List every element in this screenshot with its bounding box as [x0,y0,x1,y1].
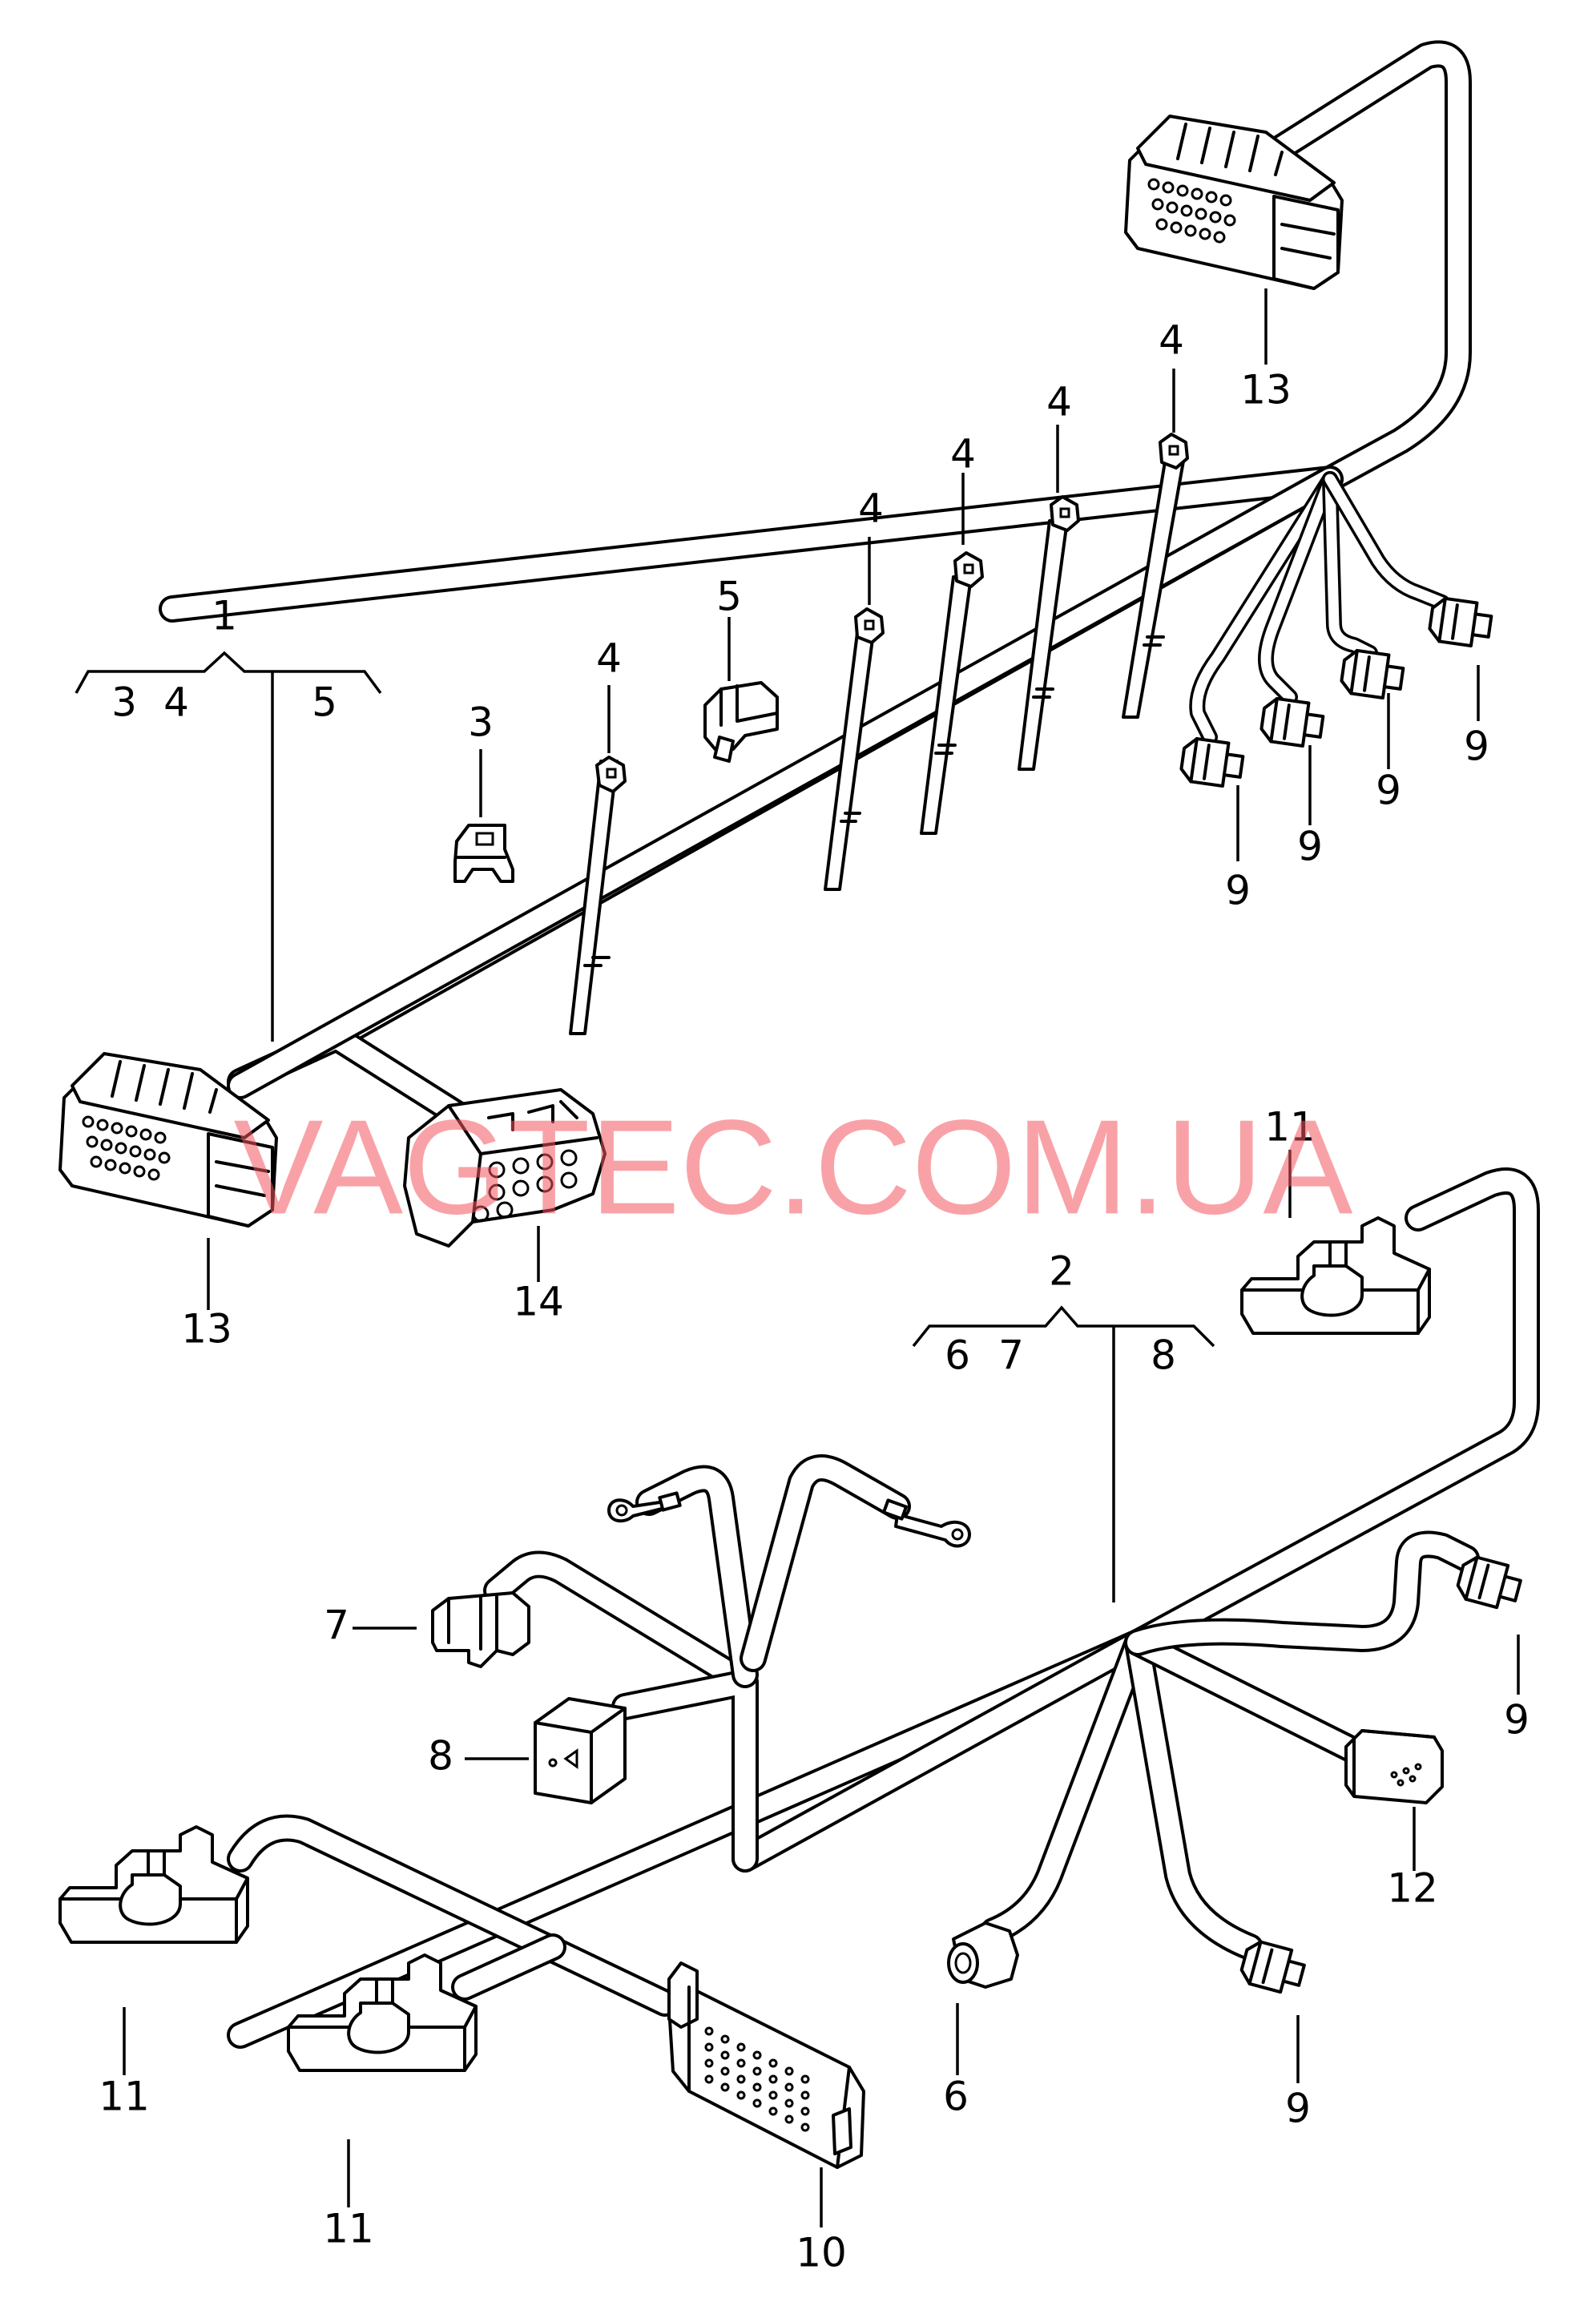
labels: 1 3 4 5 2 6 7 8 3 4 5 4 4 4 4 13 9 9 9 9… [99,317,1530,2276]
group-1-item-5: 5 [312,679,337,726]
callout-4c: 4 [950,431,976,478]
callout-14: 14 [513,1279,564,1325]
callout-9-upper-2: 9 [1297,824,1323,870]
lower-harness-wires [227,1167,1540,2049]
ground-eyelet-right [881,1498,971,1548]
connector-14 [403,1088,607,1248]
callout-13-left: 13 [181,1306,232,1353]
callout-11-left: 11 [99,2074,150,2120]
callout-7: 7 [324,1602,349,1649]
cable-tie-1 [569,756,627,1035]
group-2-number: 2 [1049,1248,1074,1295]
callout-11-top-right: 11 [1264,1104,1316,1151]
callout-13-top: 13 [1240,367,1292,413]
connector-11-left [58,1825,249,1944]
upper-harness-wires [159,40,1472,1127]
callout-8: 8 [428,1733,453,1780]
callout-5: 5 [716,574,742,620]
plug-9-lower-right [1453,1553,1525,1614]
connector-13-left [58,1052,278,1228]
plug-9-upper-3 [1338,647,1407,702]
clip-3 [453,824,514,883]
callout-4d: 4 [1046,379,1072,425]
plug-9-upper-4 [1426,595,1495,650]
connector-12 [1344,1729,1444,1804]
group-2-item-6: 6 [945,1332,970,1379]
group-1-item-3: 3 [111,679,137,726]
callout-4a: 4 [596,635,622,682]
leader-lines [75,288,1520,2227]
connector-13-top [1124,115,1344,290]
callout-4e: 4 [1159,317,1184,364]
callout-9-lower-bottom: 9 [1285,2086,1311,2132]
connector-8 [534,1697,627,1804]
ground-eyelet-left [607,1491,682,1523]
connector-7 [431,1591,530,1668]
cable-tie-3 [920,551,984,835]
callout-9-lower-right: 9 [1504,1697,1530,1744]
plug-9-upper-1 [1178,736,1247,790]
cable-ties [569,433,1189,1035]
group-2-item-8: 8 [1151,1332,1176,1379]
callout-9-upper-4: 9 [1464,724,1489,770]
cable-tie-4 [1018,495,1080,771]
plug-9-lower-bottom [1237,1937,1309,1998]
callout-9-upper-3: 9 [1376,768,1401,814]
callout-4b: 4 [858,486,884,532]
callout-9-upper-1: 9 [1225,868,1251,914]
callout-12: 12 [1387,1865,1438,1912]
callout-11-center: 11 [323,2206,374,2252]
connector-6 [947,1921,1019,1989]
group-1-item-4: 4 [163,679,189,726]
connector-10 [667,1961,865,2169]
callout-3: 3 [468,699,494,746]
clip-5 [703,681,779,763]
group-1-number: 1 [212,593,237,639]
group-2-item-7: 7 [998,1332,1024,1379]
cable-tie-5 [1122,433,1189,719]
watermark: VAGTEC.COM.UA [234,1091,1353,1242]
callout-6: 6 [943,2074,969,2120]
cable-tie-2 [824,607,885,891]
plug-9-upper-2 [1258,695,1327,750]
callout-10: 10 [796,2230,847,2276]
